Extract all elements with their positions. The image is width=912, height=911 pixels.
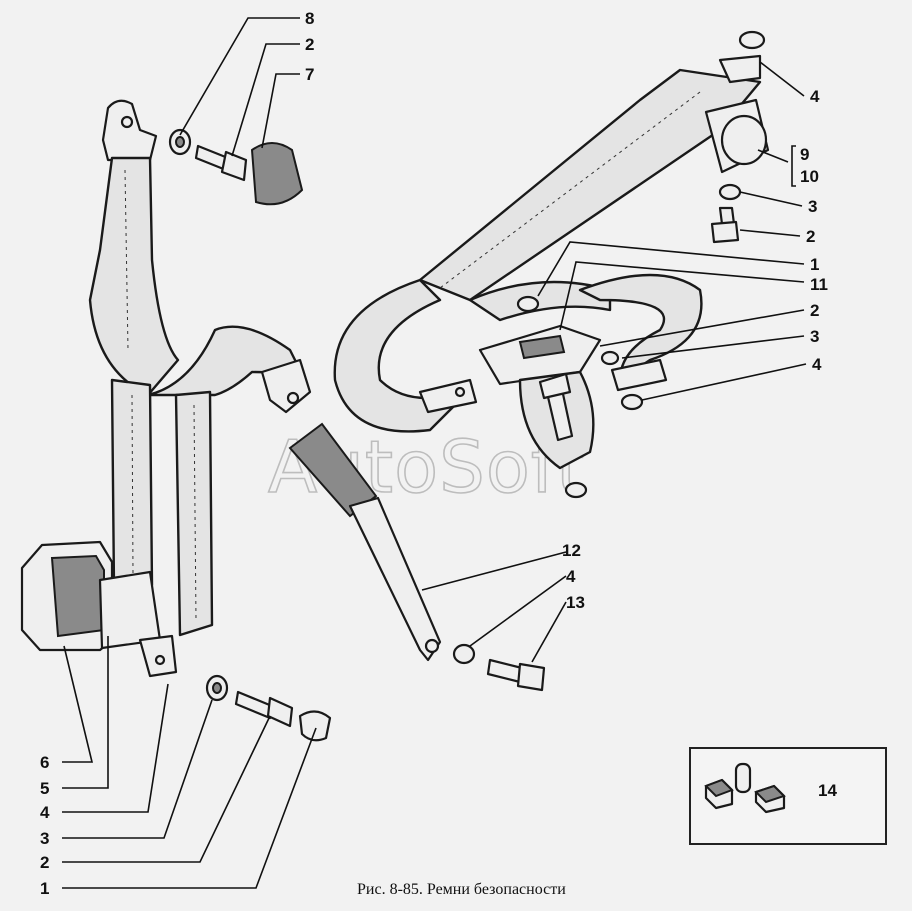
washer-13 xyxy=(452,643,476,665)
kit-label: 14 xyxy=(818,781,837,800)
bolt-13-head xyxy=(516,662,546,692)
anchor-hole xyxy=(120,115,134,129)
bolt-top-right xyxy=(710,220,740,244)
callout-3-top: 3 xyxy=(808,197,817,216)
lower-strap xyxy=(174,390,214,637)
retractor-cover xyxy=(50,554,105,638)
callout-1-right: 1 xyxy=(810,255,819,274)
bolt-head-lower xyxy=(266,696,294,728)
callout-2-top: 2 xyxy=(305,35,314,54)
upper-belt-strap xyxy=(88,156,180,397)
kit-part-2 xyxy=(734,762,752,794)
callout-7: 7 xyxy=(305,65,314,84)
bolt-head xyxy=(220,150,248,182)
nut-1 xyxy=(516,295,540,313)
spring-washer xyxy=(718,183,742,201)
washer-4 xyxy=(620,393,644,411)
callout-2-mid: 2 xyxy=(810,301,819,320)
latch-tongue xyxy=(288,422,378,518)
left-belt-assembly xyxy=(20,99,332,742)
callout-3-left: 3 xyxy=(40,829,49,848)
callout-2-right: 2 xyxy=(806,227,815,246)
bolt-13-shank xyxy=(486,658,524,684)
belt-weave xyxy=(124,169,129,351)
belt-clip-left xyxy=(418,378,478,414)
kit-box: 14 xyxy=(689,747,887,845)
anchor-cap xyxy=(250,142,304,206)
nut-lower xyxy=(564,481,588,499)
callout-3-mid: 3 xyxy=(810,327,819,346)
callout-9: 9 xyxy=(800,145,809,164)
callout-10: 10 xyxy=(800,167,819,186)
cap-nut xyxy=(298,710,332,742)
top-anchor xyxy=(718,54,762,84)
retractor-cap xyxy=(720,114,768,166)
callout-4-mid: 4 xyxy=(812,355,822,374)
right-belt-assembly xyxy=(288,30,770,692)
callout-4-bottom: 4 xyxy=(566,567,576,586)
upper-anchor-bracket xyxy=(101,99,158,162)
callout-13: 13 xyxy=(566,593,585,612)
anchor-bar xyxy=(348,496,442,662)
callout-6: 6 xyxy=(40,753,49,772)
callout-labels: 8 2 7 6 5 4 3 2 1 4 9 10 3 2 1 11 2 3 4 … xyxy=(40,9,828,898)
callout-5: 5 xyxy=(40,779,49,798)
callout-1-left: 1 xyxy=(40,879,49,898)
figure-caption: Рис. 8-85. Ремни безопасности xyxy=(357,881,566,898)
callout-8: 8 xyxy=(305,9,314,28)
washer-top xyxy=(738,30,766,50)
belt-loop xyxy=(146,325,307,397)
diagonal-belt xyxy=(418,68,762,302)
bracket-9-10 xyxy=(791,145,796,187)
callout-2-left: 2 xyxy=(40,853,49,872)
retractor-mount xyxy=(98,570,162,650)
callout-11: 11 xyxy=(810,275,828,294)
callout-12: 12 xyxy=(562,541,581,560)
bolt-shank-lower xyxy=(234,690,274,720)
belt-clip-right xyxy=(610,358,668,392)
lap-belt-loop xyxy=(333,278,472,433)
callout-4-left: 4 xyxy=(40,803,50,822)
right-belt-loop xyxy=(578,273,703,382)
leader-lines xyxy=(62,17,807,889)
callout-4-top: 4 xyxy=(810,87,820,106)
